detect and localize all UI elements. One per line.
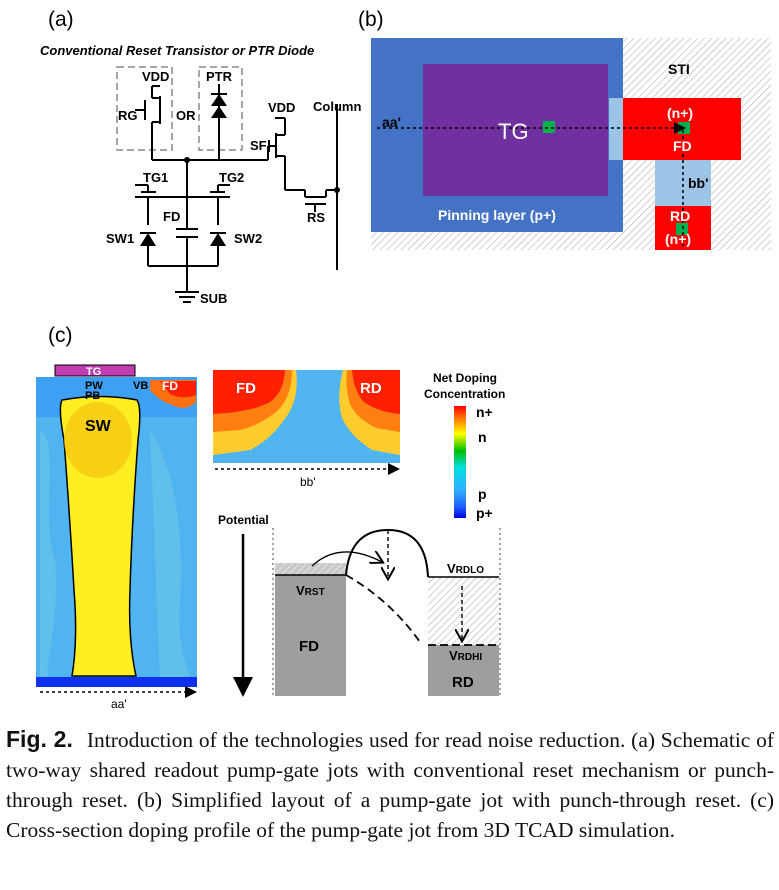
pinning-label: Pinning layer (p+) bbox=[438, 207, 556, 223]
aa-label-b: aa' bbox=[382, 114, 401, 130]
nplus-fd-label: (n+) bbox=[667, 105, 693, 121]
sw2-label: SW2 bbox=[234, 231, 262, 246]
fd-well-label: FD bbox=[299, 638, 319, 655]
legend-nplus: n+ bbox=[476, 404, 493, 420]
rg-dashed-box bbox=[116, 66, 173, 151]
vrdlo-label: VRDLO bbox=[447, 561, 484, 576]
ptr-diode bbox=[211, 84, 227, 160]
tg-gate bbox=[423, 64, 608, 196]
tg1-label: TG1 bbox=[143, 170, 168, 185]
fd-well bbox=[275, 575, 346, 696]
panel-a-title: Conventional Reset Transistor or PTR Dio… bbox=[40, 43, 314, 58]
legend-colorbar bbox=[454, 406, 466, 518]
panel-b-label: (b) bbox=[358, 8, 384, 31]
column-label: Column bbox=[313, 99, 361, 114]
sw1-label: SW1 bbox=[106, 231, 134, 246]
tg-contact bbox=[543, 121, 555, 133]
legend-n: n bbox=[478, 429, 487, 445]
tg-label-b: TG bbox=[498, 119, 529, 144]
panel-a-label: (a) bbox=[48, 8, 74, 31]
potential-diagram: Potential VRST FD VRDLO VRDHI RD bbox=[218, 513, 501, 697]
vrst-label: VRST bbox=[296, 583, 325, 598]
panel-c-label: (c) bbox=[48, 324, 73, 347]
sub-label: SUB bbox=[200, 291, 227, 306]
reset-arrow bbox=[311, 552, 382, 567]
rd-label-b: RD bbox=[670, 208, 690, 224]
rd-well bbox=[428, 645, 499, 696]
tg-transistors bbox=[135, 184, 230, 292]
caption-text: Introduction of the technologies used fo… bbox=[6, 728, 775, 842]
fd-node-label: FD bbox=[163, 209, 180, 224]
pw-label: PW bbox=[85, 380, 103, 392]
panel-b: (b) STI aa' TG (n+) FD bb' RD (n+) Pinni… bbox=[358, 8, 771, 250]
figure-canvas: (a) Conventional Reset Transistor or PTR… bbox=[36, 8, 771, 711]
potential-label: Potential bbox=[218, 513, 269, 527]
tg2-label: TG2 bbox=[219, 170, 244, 185]
doping-legend: Net Doping Concentration n+ n p p+ bbox=[424, 371, 505, 521]
nplus-rd-label: (n+) bbox=[665, 231, 691, 247]
tg-gate-c bbox=[54, 364, 136, 377]
fd-top-label: FD bbox=[236, 380, 256, 397]
bb-cross-section: FD RD bb' bbox=[213, 370, 400, 489]
vb-label: VB bbox=[133, 380, 148, 392]
rs-label: RS bbox=[307, 210, 325, 225]
pinning-extension bbox=[609, 98, 623, 160]
fd-small-label: FD bbox=[162, 379, 178, 393]
ground-symbol bbox=[175, 291, 199, 303]
sf-label: SF bbox=[250, 138, 267, 153]
transfer-dashed-curve bbox=[345, 574, 421, 643]
bb-label-c: bb' bbox=[300, 475, 316, 489]
aa-cross-section: TG PW PB VB FD SW aa' bbox=[36, 364, 197, 711]
bb-label-b: bb' bbox=[688, 175, 708, 191]
legend-title-1: Net Doping bbox=[433, 371, 497, 385]
or-label: OR bbox=[176, 108, 196, 123]
legend-p: p bbox=[478, 486, 487, 502]
pb-label: PB bbox=[85, 390, 100, 402]
rg-label: RG bbox=[118, 108, 138, 123]
legend-pplus: p+ bbox=[476, 505, 493, 521]
panel-a: (a) Conventional Reset Transistor or PTR… bbox=[40, 8, 361, 306]
sti-label: STI bbox=[668, 61, 690, 77]
tg-label-c: TG bbox=[86, 366, 101, 378]
rd-contact bbox=[676, 223, 688, 235]
fd-label-b: FD bbox=[673, 138, 692, 154]
rd-top-label: RD bbox=[360, 380, 382, 397]
rg-transistor bbox=[135, 85, 161, 160]
panel-c: (c) TG PW PB VB FD SW aa' bbox=[36, 324, 505, 711]
sw1-diode bbox=[140, 233, 156, 246]
rd-well-label: RD bbox=[452, 674, 474, 691]
vdd1-label: VDD bbox=[142, 69, 169, 84]
sw2-diode bbox=[210, 233, 226, 246]
vdd2-label: VDD bbox=[268, 100, 295, 115]
figure-caption: Fig. 2.Introduction of the technologies … bbox=[6, 724, 774, 845]
ptr-label: PTR bbox=[206, 69, 233, 84]
vrdhi-label: VRDHI bbox=[449, 648, 482, 663]
caption-label: Fig. 2. bbox=[6, 726, 73, 752]
ptr-dashed-box bbox=[198, 66, 243, 151]
legend-title-2: Concentration bbox=[424, 387, 505, 401]
sw-label: SW bbox=[85, 418, 112, 435]
aa-label-c: aa' bbox=[111, 697, 127, 711]
